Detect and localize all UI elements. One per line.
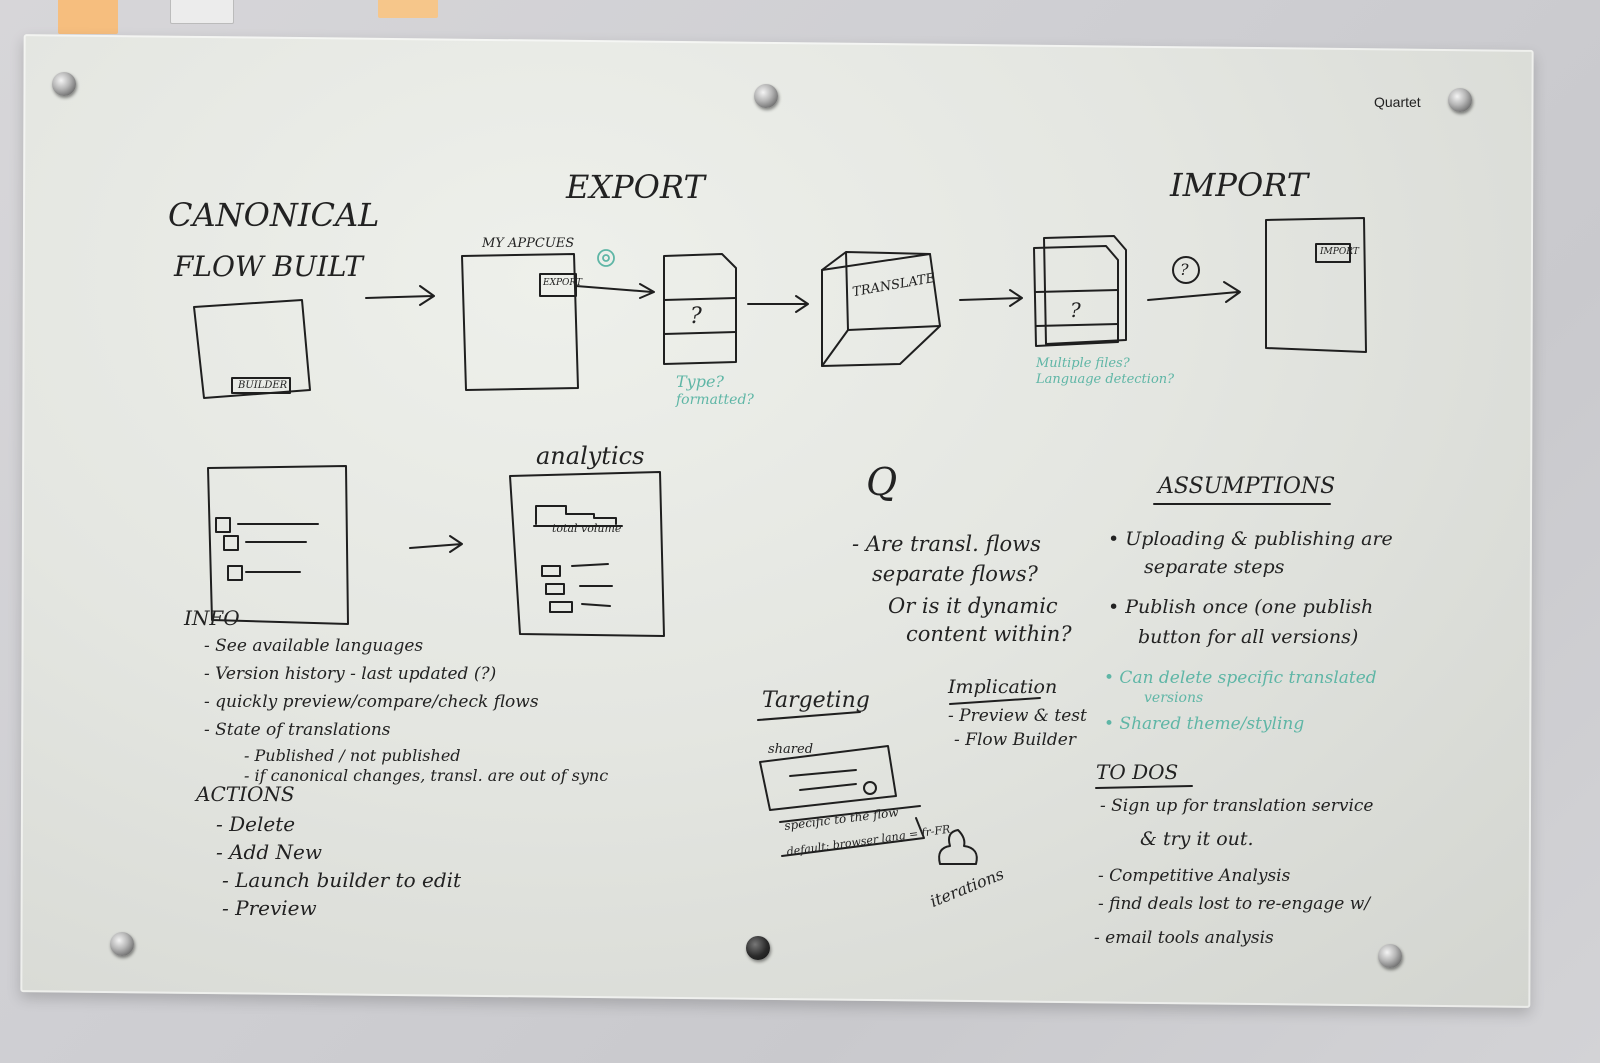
- assumption-line: • Publish once (one publish: [1108, 596, 1374, 618]
- info-item: - See available languages: [204, 636, 424, 656]
- mount-screw-icon: [754, 84, 778, 108]
- paper-note-white: [170, 0, 234, 24]
- translate-cube: [821, 251, 941, 367]
- todo-line: - Sign up for translation service: [1100, 796, 1374, 816]
- poop-emoji-icon: [938, 829, 978, 865]
- todo-line: - email tools analysis: [1094, 928, 1274, 948]
- targeting-shared: shared: [768, 742, 814, 757]
- todo-line: - find deals lost to re-engage w/: [1098, 894, 1371, 914]
- arrow-to-export: [365, 285, 435, 306]
- canonical-builder-box: [193, 299, 311, 399]
- targeting-title: Targeting: [762, 688, 870, 713]
- stacked-files-icon: [1033, 235, 1127, 347]
- gear-icon: [597, 249, 615, 267]
- implication-title: Implication: [948, 676, 1058, 698]
- targeting-underline: [757, 711, 861, 721]
- file-question-mark: ?: [690, 304, 702, 329]
- mount-screw-icon: [52, 72, 76, 96]
- action-item: - Preview: [222, 896, 317, 920]
- info-subitem: - Published / not published: [244, 746, 461, 765]
- export-title: EXPORT: [566, 168, 705, 206]
- implication-line: - Preview & test: [948, 706, 1087, 726]
- mount-screw-icon: [1378, 944, 1402, 968]
- assumption-teal-line: versions: [1144, 690, 1204, 706]
- canonical-title-line-1: CANONICAL: [168, 196, 380, 234]
- question-title: Q: [866, 460, 898, 504]
- import-file-question-mark: ?: [1070, 298, 1081, 322]
- actions-title: ACTIONS: [196, 782, 295, 806]
- question-line: - Are transl. flows: [852, 532, 1041, 556]
- analytics-screen-sketch: [509, 471, 665, 637]
- exported-file-icon: [663, 253, 737, 365]
- targeting-card-sketch: [759, 745, 925, 857]
- todos-underline: [1095, 785, 1193, 789]
- assumption-teal-line: • Can delete specific translated: [1104, 668, 1377, 688]
- action-item: - Delete: [216, 812, 296, 836]
- info-subitem: - if canonical changes, transl. are out …: [244, 766, 609, 785]
- my-appcues-box: [461, 253, 655, 391]
- sticky-note-orange-left: [58, 0, 118, 34]
- assumptions-title: ASSUMPTIONS: [1158, 474, 1336, 499]
- question-line: content within?: [906, 622, 1072, 646]
- todo-line: - Competitive Analysis: [1098, 866, 1291, 886]
- info-item: - Version history - last updated (?): [204, 664, 497, 684]
- total-volume-label: total volume: [552, 522, 622, 535]
- multiple-files-question: Multiple files?: [1036, 356, 1130, 371]
- question-line: separate flows?: [872, 562, 1038, 586]
- todos-title: TO DOS: [1096, 760, 1179, 784]
- my-appcues-label: MY APPCUES: [482, 236, 575, 251]
- info-screen-sketch: [207, 465, 349, 625]
- mount-screw-icon: [746, 936, 770, 960]
- import-box: [1265, 217, 1367, 353]
- language-detection-question: Language detection?: [1036, 372, 1175, 387]
- arrow-to-import: [1147, 281, 1241, 303]
- export-tag: EXPORT: [543, 278, 583, 288]
- info-title: INFO: [184, 606, 240, 630]
- action-item: - Launch builder to edit: [222, 868, 462, 892]
- arrow-to-import-files: [959, 289, 1023, 307]
- help-question-mark: ?: [1180, 260, 1189, 279]
- implication-underline: [949, 697, 1041, 705]
- implication-line: - Flow Builder: [954, 730, 1076, 750]
- info-item: - quickly preview/compare/check flows: [204, 692, 539, 712]
- file-type-question: Type?: [676, 372, 724, 391]
- file-formatted-question: formatted?: [676, 392, 754, 408]
- help-circle-icon: [1172, 256, 1200, 284]
- mount-screw-icon: [110, 932, 134, 956]
- brand-logo: Quartet: [1374, 94, 1421, 110]
- action-item: - Add New: [216, 840, 322, 864]
- todo-line: & try it out.: [1140, 828, 1254, 850]
- arrow-to-translate: [747, 295, 809, 313]
- analytics-title: analytics: [536, 442, 645, 470]
- mount-screw-icon: [1448, 88, 1472, 112]
- import-tag: IMPORT: [1320, 247, 1359, 257]
- assumption-line: • Uploading & publishing are: [1108, 528, 1393, 550]
- assumption-teal-line: • Shared theme/styling: [1104, 714, 1305, 734]
- canonical-title-line-2: FLOW BUILT: [174, 250, 363, 283]
- assumption-line: separate steps: [1144, 556, 1285, 578]
- sticky-note-orange-right: [378, 0, 438, 18]
- arrow-to-analytics: [409, 535, 463, 553]
- question-line: Or is it dynamic: [888, 594, 1058, 618]
- info-item: - State of translations: [204, 720, 391, 740]
- import-title: IMPORT: [1170, 166, 1309, 204]
- builder-tag: BUILDER: [238, 380, 288, 391]
- assumption-line: button for all versions): [1138, 626, 1359, 648]
